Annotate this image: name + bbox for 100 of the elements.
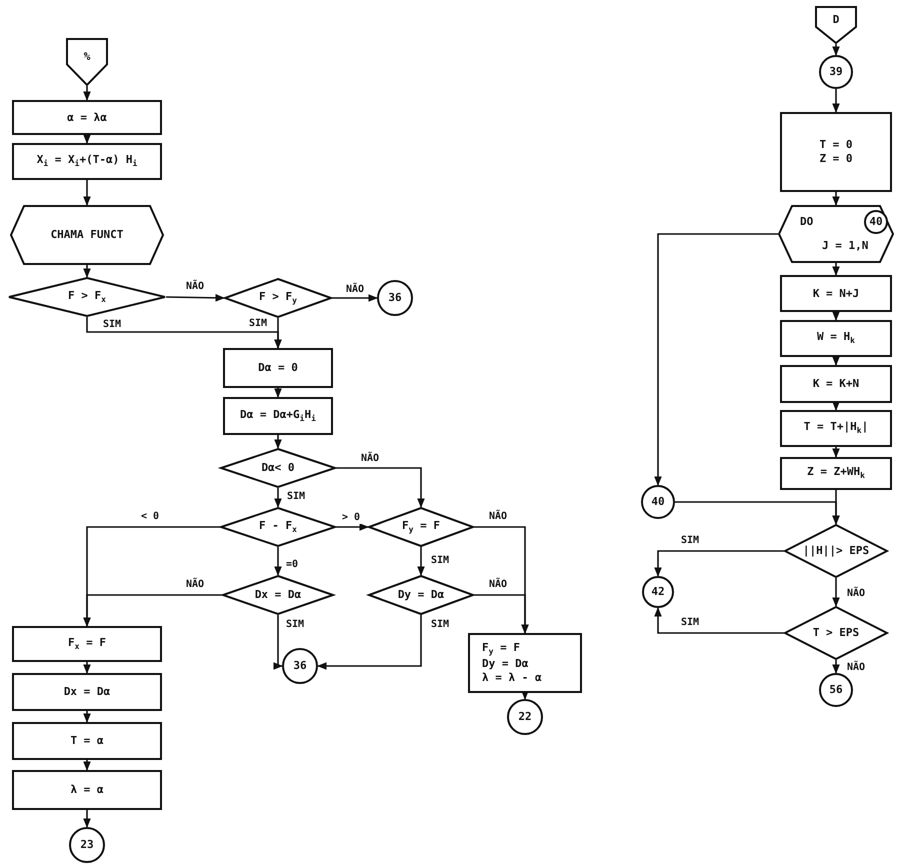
decision-diamond	[222, 575, 334, 615]
flow-arrow	[274, 318, 282, 349]
node-text: Dα = 0	[258, 361, 298, 375]
node-text: 56	[829, 683, 843, 697]
flow-arrow	[832, 660, 840, 674]
process-box	[12, 143, 162, 180]
process-box	[12, 770, 162, 810]
node-text: T > EPS	[812, 626, 860, 640]
process-box	[223, 397, 333, 435]
decision-diamond	[368, 507, 474, 547]
flow-arrow	[83, 86, 91, 101]
node-text: 36	[293, 659, 307, 673]
node-text: 40	[869, 215, 883, 229]
preparation-hexagon	[10, 205, 164, 265]
node-text: F - F$_{x}$	[259, 518, 297, 536]
process-box	[223, 348, 333, 388]
process-box	[12, 100, 162, 135]
connector-circle	[69, 827, 105, 863]
node-text: F > F$_{x}$	[68, 288, 106, 306]
flow-arrow	[832, 192, 840, 206]
node-text: Dy = Dα	[482, 657, 528, 672]
node-text: Dx = Dα	[64, 685, 110, 699]
decision-diamond	[368, 575, 474, 615]
node-text: F$_{y}$ = F	[402, 518, 440, 536]
flow-arrow	[317, 615, 422, 670]
flow-arrow	[274, 547, 282, 576]
flow-arrow	[83, 662, 91, 674]
flow-arrow	[336, 523, 369, 531]
flow-arrow	[83, 180, 91, 206]
node-text: T = α	[70, 734, 104, 748]
flow-arrow	[274, 388, 282, 398]
node-text: Z = 0	[819, 152, 853, 166]
node-text: T = 0	[819, 138, 853, 152]
node-text: λ = α	[70, 783, 104, 797]
flow-arrow	[83, 711, 91, 723]
decision-diamond	[220, 507, 336, 547]
decision-diamond	[220, 448, 336, 488]
process-box	[780, 320, 892, 357]
process-box	[12, 626, 162, 662]
process-box	[12, 722, 162, 760]
connector-circle	[377, 280, 413, 316]
node-text: F > F$_{y}$	[259, 290, 297, 306]
node-text: 42	[651, 585, 665, 599]
flow-arrow	[832, 447, 840, 458]
node-text: X$_{i}$ = X$_{i}$+(T-α) H$_{i}$	[36, 153, 138, 170]
node-text: CHAMA FUNCT	[50, 228, 124, 242]
node-text: 36	[388, 291, 402, 305]
flow-arrow	[832, 356, 840, 366]
node-text: F$_{x}$ = F	[68, 636, 106, 652]
node-text: Z = Z+WH$_{k}$	[807, 465, 865, 482]
node-text: Dα = Dα+G$_{i}$H$_{i}$	[240, 408, 316, 424]
process-box	[780, 275, 892, 312]
flow-arrow	[832, 578, 840, 607]
node-text: %	[84, 50, 90, 64]
flow-arrow	[274, 435, 282, 449]
node-text: 39	[829, 65, 843, 79]
flow-arrow	[273, 615, 283, 670]
node-text: 40	[651, 495, 665, 509]
flow-arrow	[166, 294, 225, 302]
node-text: Dα< 0	[261, 461, 295, 475]
node-text: 23	[80, 838, 94, 852]
flow-arrow	[654, 550, 784, 577]
flow-arrow	[654, 233, 778, 486]
flow-arrow	[474, 594, 529, 634]
process-box	[780, 365, 892, 403]
node-text: K = N+J	[812, 286, 860, 300]
node-text: α = λα	[67, 110, 107, 124]
flow-arrow	[83, 134, 91, 144]
node-text: W = H$_{k}$	[817, 330, 855, 347]
node-text: J = 1,N	[822, 239, 868, 253]
process-box	[468, 633, 582, 693]
node-text: Dy = Dα	[398, 588, 444, 602]
process-box	[780, 457, 892, 490]
connector-circle	[282, 648, 318, 684]
node-text: ||H||> EPS	[802, 544, 870, 558]
flow-arrow	[83, 760, 91, 771]
offpage-connector	[815, 6, 857, 44]
flow-arrow	[675, 501, 840, 525]
node-text: 22	[518, 710, 532, 724]
flow-arrow	[417, 547, 425, 576]
process-box	[780, 410, 892, 447]
flow-arrow	[336, 467, 425, 508]
node-text: DO	[800, 215, 814, 229]
flow-arrow	[832, 44, 840, 56]
node-text: D	[832, 13, 840, 27]
process-box	[12, 673, 162, 711]
offpage-connector	[66, 38, 108, 86]
edge-label: > 0	[340, 512, 362, 524]
decision-diamond	[784, 606, 888, 660]
decision-diamond	[784, 524, 888, 578]
connector-circle	[642, 576, 674, 608]
flow-arrow	[832, 263, 840, 276]
process-box	[780, 112, 892, 192]
flow-arrow	[332, 294, 378, 302]
node-text: T = T+|H$_{k}$|	[804, 420, 868, 437]
decision-diamond	[224, 278, 332, 318]
flow-arrow	[832, 311, 840, 321]
flow-arrow	[654, 607, 784, 634]
connector-circle	[819, 55, 853, 89]
connector-circle	[819, 673, 853, 707]
